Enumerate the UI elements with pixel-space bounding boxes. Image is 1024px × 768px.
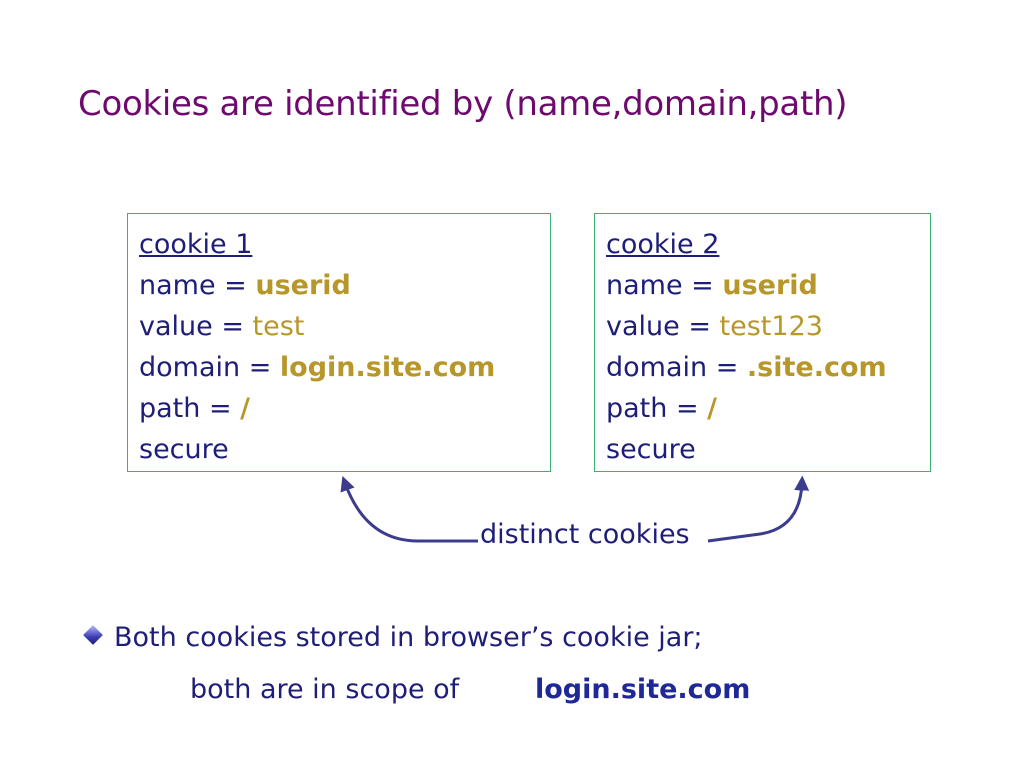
cookie-2-value-label: value = [606,311,720,342]
cookie-1-value-label: value = [139,311,253,342]
slide-title: Cookies are identified by (name,domain,p… [78,84,848,124]
scope-host: login.site.com [535,674,751,705]
cookie-1-domain-value: login.site.com [279,352,496,383]
cookie-1-name-label: name = [139,270,256,301]
cookie-1-name-value: userid [255,270,351,301]
arrow-to-cookie-1 [340,475,480,543]
cookie-2-heading: cookie 2 [606,229,720,260]
cookie-2-value-row: value = test123 [606,306,930,347]
bullet-line-2: both are in scope of [190,674,460,705]
bullet-point: Both cookies stored in browser’s cookie … [83,622,703,653]
cookie-2-value-value: test123 [719,311,823,342]
cookie-1-value-value: test [252,311,305,342]
cookie-1-heading: cookie 1 [139,229,253,260]
cookie-2-name-value: userid [722,270,818,301]
cookie-2-path-row: path = / [606,388,930,429]
cookie-1-path-row: path = / [139,388,550,429]
cookie-2-box: cookie 2 name = userid value = test123 d… [594,213,931,472]
cookie-2-path-value: / [707,393,718,424]
cookie-1-domain-row: domain = login.site.com [139,347,550,388]
cookie-2-name-row: name = userid [606,265,930,306]
cookie-1-path-value: / [240,393,251,424]
cookie-2-name-label: name = [606,270,723,301]
diamond-bullet-icon [83,625,103,645]
cookie-2-domain-label: domain = [606,352,747,383]
cookie-1-path-label: path = [139,393,241,424]
cookie-1-name-row: name = userid [139,265,550,306]
bullet-line-1: Both cookies stored in browser’s cookie … [114,622,703,653]
cookie-1-box: cookie 1 name = userid value = test doma… [127,213,551,472]
cookie-1-value-row: value = test [139,306,550,347]
cookie-2-domain-value: .site.com [746,352,887,383]
arrow-to-cookie-2 [707,475,810,543]
cookie-1-secure-flag: secure [139,434,229,465]
cookie-2-domain-row: domain = .site.com [606,347,930,388]
distinct-cookies-label: distinct cookies [478,519,692,550]
cookie-2-secure-flag: secure [606,434,696,465]
cookie-2-path-label: path = [606,393,708,424]
cookie-1-domain-label: domain = [139,352,280,383]
